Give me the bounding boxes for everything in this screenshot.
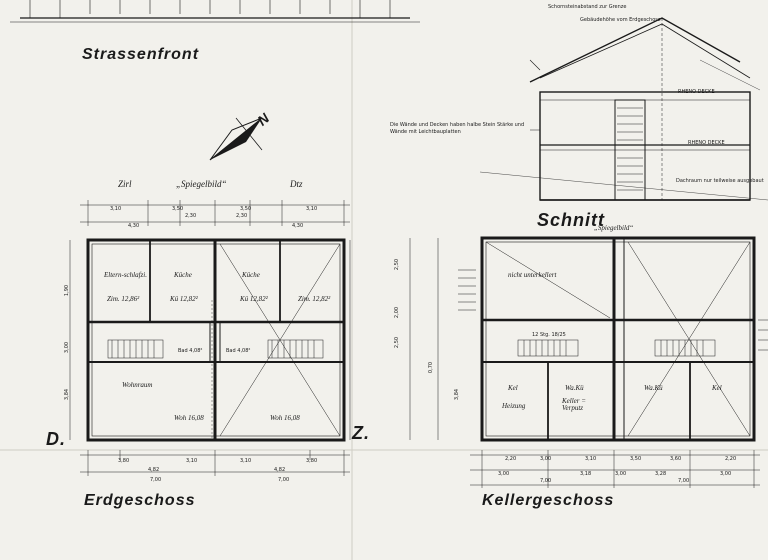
dim-gf-top-3: 3,50 xyxy=(172,206,184,212)
dim-bs-bottom-2: 3,00 xyxy=(540,456,552,462)
section-note-top: Schornsteinabstand zur Grenze xyxy=(548,4,627,10)
dim-gf-top-2: 2,30 xyxy=(185,213,197,219)
dim-gf-top-5: 2,30 xyxy=(236,213,248,219)
dim-gf-total-2: 7,00 xyxy=(278,477,290,483)
section-marker-right: Z. xyxy=(352,423,370,443)
section-note-top2: Gebäudehöhe vom Erdgeschoss xyxy=(580,17,661,23)
room-kitchen-b: Küche xyxy=(242,271,260,279)
dim-gf-bottom-5: 4,82 xyxy=(274,467,286,473)
header-project: „Spiegelbild“ xyxy=(176,179,227,189)
room-bath-left: Bad 4,08² xyxy=(178,348,203,354)
basement-plan xyxy=(409,236,768,488)
ground-floor-title: Erdgeschoss xyxy=(84,492,196,509)
dim-gf-bottom-6: 3,80 xyxy=(306,458,318,464)
ground-floor-plan xyxy=(69,200,351,476)
dim-gf-bottom-2: 4,82 xyxy=(148,467,160,473)
room-kue-left: Kü 12,82² xyxy=(170,295,198,303)
dim-bs-total-1: 7,00 xyxy=(540,478,552,484)
dim-bs-bottom2-5: 3,00 xyxy=(720,471,732,477)
basement-stairs: 12 Stg. 18/25 xyxy=(532,332,566,338)
section-subtitle: „Spiegelbild“ xyxy=(594,224,634,232)
room-zim-right: Zim. 12,82² xyxy=(298,295,331,303)
dim-gf-top2-5: 4,30 xyxy=(292,223,304,229)
dim-gf-top-6: 3,10 xyxy=(306,206,318,212)
room-kitchen-a: Küche xyxy=(174,271,192,279)
dim-bs-bottom2-4: 3,28 xyxy=(655,471,667,477)
room-kel-right: Kel xyxy=(712,384,722,392)
dim-left-side-3: 3,84 xyxy=(64,388,71,401)
dim-bs-bottom2-1: 3,00 xyxy=(498,471,510,477)
dim-gf-top-1: 3,10 xyxy=(110,206,122,212)
header-place: Zirl xyxy=(118,179,132,189)
basement-title: Kellergeschoss xyxy=(482,492,615,509)
room-heizung: Heizung xyxy=(502,402,526,410)
dim-gf-top-4: 3,50 xyxy=(240,206,252,212)
dim-bs-side-2: 2,00 xyxy=(394,306,401,319)
room-woh-left: Woh 16,08 xyxy=(174,414,204,422)
section-title: Schnitt xyxy=(537,210,605,230)
room-waschk-left: Wa.Kü xyxy=(565,384,584,392)
dim-bs-side-5: 3,84 xyxy=(454,388,461,401)
dim-bs-bottom-5: 3,60 xyxy=(670,456,682,462)
section-marker-left: D. xyxy=(46,429,66,449)
dim-bs-side-1: 2,50 xyxy=(394,258,401,271)
dim-left-side-1: 1,90 xyxy=(64,284,71,297)
room-kue-right: Kü 12,82² xyxy=(240,295,268,303)
dim-bs-bottom-4: 3,50 xyxy=(630,456,642,462)
room-keller-verpl: Keller = Verputz xyxy=(562,397,586,412)
dim-bs-side-4: 0,70 xyxy=(428,361,435,374)
street-front-elevation xyxy=(10,0,420,23)
dim-gf-bottom-4: 3,10 xyxy=(240,458,252,464)
room-woh-right: Woh 16,08 xyxy=(270,414,300,422)
dim-bs-bottom2-3: 3,00 xyxy=(615,471,627,477)
dim-gf-top2-1: 4,30 xyxy=(128,223,140,229)
room-eltern: Eltern-schlafzi. xyxy=(104,271,147,279)
dim-left-side-2: 3,00 xyxy=(64,341,71,354)
north-arrow xyxy=(209,117,263,161)
room-waschk-right: Wa.Kü xyxy=(644,384,663,392)
dim-bs-bottom2-2: 3,18 xyxy=(580,471,592,477)
dim-gf-bottom-1: 3,80 xyxy=(118,458,130,464)
section-drawing xyxy=(479,17,768,201)
room-zim-left: Zim. 12,86² xyxy=(107,295,140,303)
room-not-basemented: nicht unterkellert xyxy=(508,271,557,279)
section-deck-2: RHENO DECKE xyxy=(688,140,725,146)
room-living: Wohnraum xyxy=(122,381,153,389)
street-front-title: Strassenfront xyxy=(82,46,200,63)
dim-bs-bottom-1: 2,20 xyxy=(505,456,517,462)
dim-gf-bottom-3: 3,10 xyxy=(186,458,198,464)
dim-bs-side-3: 2,50 xyxy=(394,336,401,349)
dim-bs-total-2: 7,00 xyxy=(678,478,690,484)
room-kel-left: Kel xyxy=(508,384,518,392)
section-note-side: Die Wände und Decken haben halbe Stein S… xyxy=(390,122,525,135)
section-deck-1: RHENO DECKE xyxy=(678,89,715,95)
room-bath-right: Bad 4,08² xyxy=(226,348,251,354)
section-note-right: Dachraum nur teilweise ausgebaut xyxy=(676,178,764,184)
dim-bs-bottom-6: 2,20 xyxy=(725,456,737,462)
dim-gf-total-1: 7,00 xyxy=(150,477,162,483)
dim-bs-bottom-3: 3,10 xyxy=(585,456,597,462)
header-scale: Dtz xyxy=(290,179,303,189)
